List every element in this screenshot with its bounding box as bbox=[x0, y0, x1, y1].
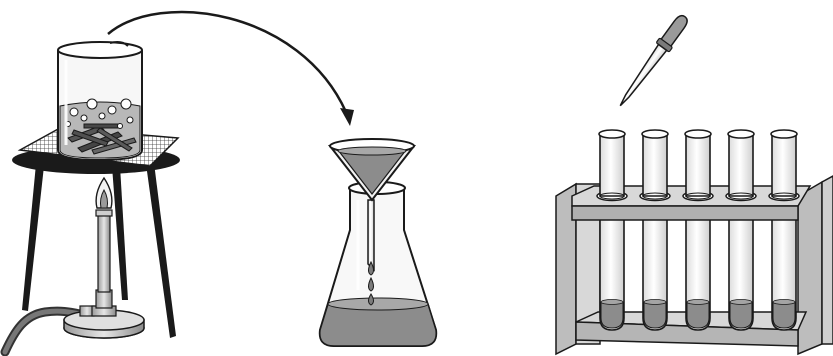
transfer-arrow bbox=[107, 10, 354, 126]
bunsen-burner bbox=[63, 176, 145, 339]
test-tube bbox=[685, 205, 711, 331]
tube-liquid bbox=[772, 301, 796, 329]
filtrate-drops bbox=[368, 260, 374, 306]
test-tubes bbox=[599, 205, 797, 331]
tube-liquid bbox=[729, 301, 753, 329]
tube-liquid bbox=[643, 301, 667, 329]
plant-material bbox=[67, 123, 137, 155]
boiling-apparatus bbox=[0, 10, 354, 356]
conical-flask bbox=[318, 181, 438, 347]
filtration-apparatus bbox=[318, 138, 438, 347]
tube-liquid bbox=[686, 301, 710, 329]
test-tube-area bbox=[555, 14, 833, 356]
test-tube bbox=[642, 205, 668, 331]
test-tube-top bbox=[598, 129, 626, 200]
test-tube-top bbox=[727, 129, 755, 200]
beaker bbox=[57, 41, 143, 162]
test-tube-top bbox=[770, 129, 798, 200]
test-tube bbox=[771, 205, 797, 331]
bubbles bbox=[65, 98, 134, 129]
dropper-pipette bbox=[619, 14, 688, 107]
tube-liquid bbox=[600, 301, 624, 329]
test-tube-top bbox=[641, 129, 669, 200]
test-tube bbox=[599, 205, 625, 331]
test-tube bbox=[728, 205, 754, 331]
test-tube-top bbox=[684, 129, 712, 200]
